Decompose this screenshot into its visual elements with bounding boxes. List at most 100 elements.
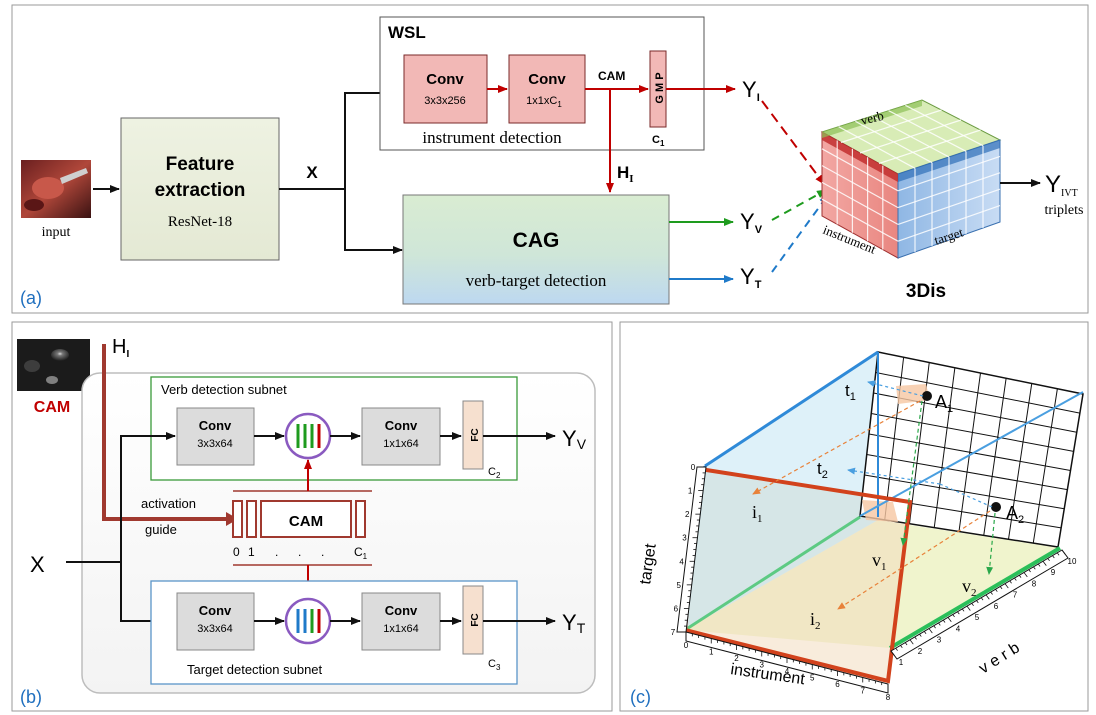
tick-mark (938, 622, 941, 626)
tick-label: 6 (835, 680, 840, 689)
tick-label: 8 (886, 693, 891, 702)
feature-extraction-box (120, 117, 280, 261)
panel-c-label: (c) (630, 687, 651, 707)
tick-label: 2 (734, 654, 739, 663)
tick-mark (961, 608, 965, 612)
tick-mark (1023, 572, 1028, 578)
tick-mark (995, 589, 998, 592)
tick-mark (909, 639, 914, 645)
tick-label: 5 (975, 613, 980, 622)
wsl-title: WSL (388, 23, 426, 42)
tick-mark (980, 597, 984, 601)
cam-heatmap-thumb (17, 339, 90, 391)
cag-box (402, 194, 670, 305)
tick-mark (1056, 552, 1060, 556)
cam-axis-0: 0 (233, 545, 240, 559)
tick-label: 1 (688, 487, 693, 496)
cam-block-label: CAM (289, 513, 323, 530)
cam-block (260, 500, 352, 538)
target-conv1-box (176, 592, 255, 651)
cam-axis-dot: . (298, 545, 301, 559)
tick-label: 3 (760, 661, 765, 670)
yt-label-b: YT (562, 610, 586, 636)
cag-title: CAG (513, 229, 560, 252)
tick-label: 7 (671, 628, 676, 637)
verb-conv1-size: 3x3x64 (197, 438, 232, 450)
i1-label: i1 (752, 502, 763, 525)
grid-line (875, 372, 1080, 414)
tick-label: 0 (691, 463, 696, 472)
grid-line (821, 181, 899, 225)
grid-line (868, 433, 1071, 471)
wsl-conv2-size: 1x1xC1 (526, 95, 562, 109)
tick-label: 6 (994, 602, 999, 611)
target-conv1-title: Conv (199, 603, 232, 618)
yivt-label: YIVT (1045, 171, 1078, 199)
grid-line (866, 454, 1068, 491)
cube-grid-lines (821, 104, 1001, 252)
hi-label-a: HI (617, 163, 634, 185)
panel-a-label: (a) (20, 288, 42, 308)
cam-thumb-label: CAM (34, 399, 70, 416)
target-conv2-box (361, 592, 441, 651)
grid-line (859, 119, 962, 154)
grid-line (897, 188, 1001, 225)
grid-line (871, 413, 1074, 452)
x-label-a: X (306, 163, 318, 182)
tick-mark (919, 633, 922, 637)
wsl-conv2-title: Conv (528, 71, 566, 88)
verb-class-count: C2 (488, 466, 501, 480)
tick-mark (985, 594, 990, 600)
verb-guide-fusion (284, 412, 332, 460)
panel-b: (b) CAM HI activation guide Verb detecti… (11, 321, 613, 712)
tick-label: 9 (1051, 568, 1056, 577)
triplet-cube (820, 99, 1002, 259)
tick-mark (990, 591, 993, 595)
tick-mark (1033, 566, 1036, 570)
axis-target-label: target (637, 542, 660, 585)
hi-label-b: HI (112, 336, 129, 360)
tick-mark (914, 636, 917, 640)
tick-label: 0 (684, 641, 689, 650)
tick-mark (1047, 558, 1050, 562)
verb-subnet-title: Verb detection subnet (161, 382, 287, 397)
grid-line (821, 198, 899, 242)
target-subnet-title: Target detection subnet (187, 662, 323, 677)
tick-label: 3 (937, 636, 942, 645)
point-a1 (922, 391, 932, 401)
tick-label: 5 (810, 674, 815, 683)
tick-label: 7 (1013, 591, 1018, 600)
point-a2 (991, 502, 1001, 512)
tick-label: 1 (709, 648, 714, 657)
wsl-conv2-box (508, 54, 586, 124)
tick-mark (952, 614, 955, 618)
tick-label: 1 (899, 658, 904, 667)
grid-line (897, 172, 1001, 209)
cam-axis-dot: . (275, 545, 278, 559)
tick-label: 8 (1032, 579, 1037, 588)
verb-conv2-size: 1x1x64 (383, 438, 418, 450)
tick-mark (895, 647, 898, 651)
tick-mark (1061, 549, 1066, 555)
grid-line (864, 474, 1065, 510)
t1-label: t1 (845, 381, 856, 403)
verb-conv1-box (176, 407, 255, 466)
tick-mark (971, 603, 974, 606)
tick-label: 6 (674, 604, 679, 613)
tick-mark (966, 605, 971, 611)
wsl-conv1-box (403, 54, 488, 124)
target-conv2-title: Conv (385, 603, 418, 618)
input-label: input (42, 225, 71, 240)
tick-mark (1004, 583, 1009, 589)
cam-axis-1: 1 (248, 545, 255, 559)
yi-label: YI (742, 77, 760, 104)
cag-caption: verb-target detection (466, 271, 607, 290)
target-conv2-size: 1x1x64 (383, 623, 418, 635)
activation-label-1: activation (141, 496, 196, 511)
v1-label: v1 (872, 550, 887, 573)
t2-label: t2 (817, 459, 828, 481)
x-label-b: X (30, 552, 45, 577)
tick-label: 5 (676, 581, 681, 590)
